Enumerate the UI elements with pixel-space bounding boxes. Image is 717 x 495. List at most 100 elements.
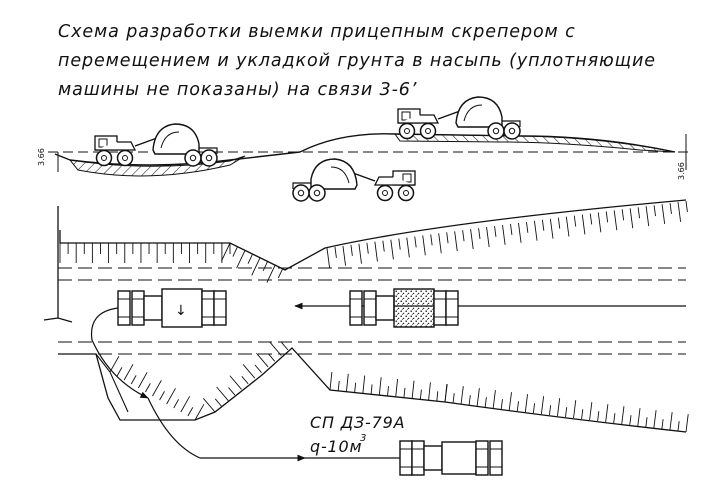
- slope-tick: [533, 220, 538, 241]
- slope-tick: [510, 223, 513, 235]
- slope-tick: [362, 375, 366, 394]
- slope-tick: [430, 234, 433, 246]
- slope-tick: [232, 246, 238, 257]
- slope-tick: [468, 395, 471, 406]
- slope-tick: [557, 398, 561, 417]
- slope-tick: [492, 390, 496, 409]
- slope-tick: [159, 391, 165, 401]
- slope-tick: [508, 392, 512, 411]
- slope-tick: [548, 405, 552, 416]
- slope-tick: [419, 389, 422, 400]
- slope-tick: [251, 257, 261, 276]
- slope-tick: [524, 394, 529, 413]
- slope-tick: [677, 201, 682, 222]
- slope-tick: [502, 224, 506, 245]
- slope-tick: [406, 237, 410, 258]
- slope-tick: [358, 243, 362, 264]
- turn-path-arrow: [90, 307, 149, 399]
- slope-tick: [500, 399, 503, 410]
- slope-tick: [685, 200, 688, 212]
- slope-tick: [109, 356, 120, 373]
- slope-tick: [565, 216, 570, 237]
- slope-tick: [597, 212, 602, 233]
- slope-tick: [350, 244, 353, 256]
- slope-tick: [403, 387, 406, 398]
- slope-tick: [390, 239, 394, 260]
- slope-tick: [573, 400, 577, 419]
- slope-tick: [613, 413, 616, 424]
- scraper-plan-return-icon: [399, 440, 503, 476]
- slope-tick: [518, 222, 522, 243]
- slope-tick: [470, 229, 474, 250]
- slope-tick: [334, 246, 337, 258]
- slope-tick: [269, 341, 282, 356]
- lower-slope-ticks: [109, 341, 689, 433]
- upper-slope-ticks: [59, 200, 688, 283]
- slope-tick: [337, 380, 340, 391]
- slope-tick: [525, 221, 529, 233]
- slope-tick: [236, 249, 246, 269]
- slope-tick: [221, 242, 231, 262]
- slope-tick: [214, 398, 222, 407]
- slope-tick: [345, 373, 349, 392]
- slope-tick: [653, 205, 656, 217]
- slope-tick: [541, 219, 545, 231]
- slope-tick: [565, 407, 568, 418]
- slope-tick: [123, 364, 134, 381]
- title-line-2: перемещением и укладкой грунта в насыпь …: [58, 51, 656, 71]
- slope-tick: [370, 384, 373, 395]
- return-path-arrow: [147, 397, 306, 462]
- slope-tick: [613, 210, 618, 231]
- slope-tick: [645, 417, 648, 428]
- slope-tick: [460, 386, 464, 405]
- slope-tick: [180, 396, 191, 413]
- scraper-plan-unloading-icon: ↓: [117, 288, 227, 328]
- slope-tick: [216, 386, 229, 402]
- slope-tick: [462, 230, 465, 242]
- slope-tick: [173, 399, 180, 409]
- slope-tick: [414, 236, 417, 248]
- slope-tick: [669, 203, 672, 215]
- slope-tick: [145, 383, 151, 393]
- embankment-hatched-soil: [394, 133, 676, 153]
- slope-tick: [589, 213, 593, 225]
- lower-slope-edge: [58, 347, 687, 433]
- slope-tick: [281, 342, 289, 351]
- slope-tick: [374, 241, 378, 262]
- machine-capacity-exponent: 3: [360, 433, 366, 444]
- slope-tick: [629, 415, 632, 426]
- slope-tick: [137, 372, 148, 389]
- slope-tick: [116, 367, 123, 377]
- slope-tick: [247, 253, 254, 264]
- slope-tick: [228, 387, 236, 396]
- slope-tick: [581, 409, 584, 420]
- slope-tick: [597, 411, 600, 422]
- slope-tick: [605, 404, 609, 423]
- slope-tick: [130, 375, 137, 385]
- slope-tick: [637, 207, 641, 219]
- slope-tick: [229, 375, 242, 390]
- diagram-title: Схема разработки выемки прицепным скрепе…: [58, 18, 678, 105]
- plan-view: ↓: [43, 199, 689, 476]
- scraper-loading-icon: [94, 123, 218, 167]
- slope-tick: [378, 377, 382, 396]
- machine-model-label: СП ДЗ-79А: [310, 413, 405, 432]
- slope-tick: [661, 204, 666, 225]
- slope-tick: [589, 402, 593, 421]
- slope-tick: [661, 419, 664, 430]
- slope-tick: [476, 388, 480, 407]
- soil-load: [393, 288, 435, 328]
- slope-tick: [411, 380, 415, 399]
- slope-tick: [581, 214, 586, 235]
- depth-label-left: 3.66: [37, 148, 46, 166]
- slope-tick: [573, 215, 577, 227]
- slope-tick: [452, 393, 455, 404]
- scraper-unloading-icon: [397, 96, 521, 140]
- slope-tick: [645, 206, 650, 227]
- slope-tick: [354, 382, 357, 393]
- slope-tick: [329, 372, 333, 391]
- slope-tick: [629, 208, 634, 229]
- slope-tick: [366, 242, 369, 254]
